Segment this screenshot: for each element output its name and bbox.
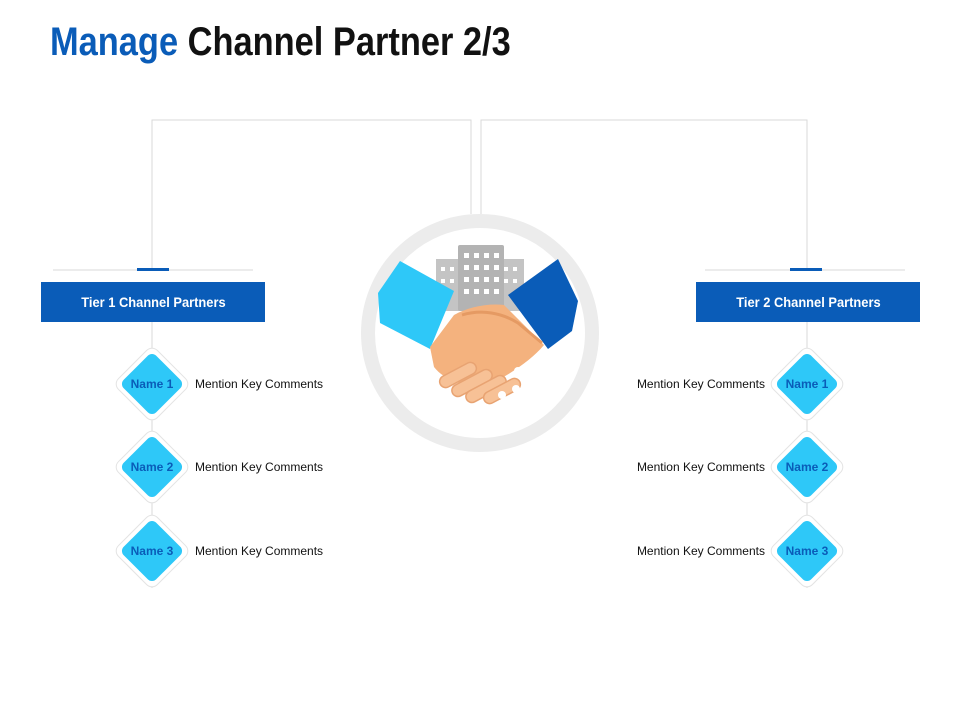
left-name-1-diamond: Name 1 (112, 344, 192, 424)
right-name-3: Name 3 (785, 544, 829, 558)
handshake-building-icon (361, 214, 599, 452)
left-sleeve (378, 261, 454, 349)
right-comment-1: Mention Key Comments (636, 377, 765, 391)
left-comment-3: Mention Key Comments (195, 544, 324, 558)
right-sleeve (508, 259, 578, 349)
left-name-3: Name 3 (130, 544, 174, 558)
left-name-1: Name 1 (130, 377, 174, 391)
left-header-accent (137, 268, 169, 271)
left-comment-2: Mention Key Comments (195, 460, 324, 474)
tier1-heading: Tier 1 Channel Partners (41, 282, 265, 322)
left-bracket-line (151, 119, 472, 270)
tier2-heading: Tier 2 Channel Partners (696, 282, 920, 322)
tier2-heading-label: Tier 2 Channel Partners (735, 294, 881, 310)
right-name-2: Name 2 (785, 460, 829, 474)
handshake-hands (430, 304, 544, 385)
right-bracket-line (480, 119, 808, 270)
left-name-3-diamond: Name 3 (112, 511, 192, 591)
right-header-accent (790, 268, 822, 271)
building-icon (436, 245, 524, 311)
right-name-1-diamond: Name 1 (767, 344, 847, 424)
right-name-3-diamond: Name 3 (767, 511, 847, 591)
left-name-2-diamond: Name 2 (112, 427, 192, 507)
tier1-heading-label: Tier 1 Channel Partners (80, 294, 226, 310)
left-name-2: Name 2 (130, 460, 174, 474)
right-comment-2: Mention Key Comments (636, 460, 765, 474)
right-comment-3: Mention Key Comments (636, 544, 765, 558)
page-title: Manage Channel Partner 2/3 (50, 14, 511, 70)
title-rest: Channel Partner 2/3 (187, 20, 511, 64)
right-name-2-diamond: Name 2 (767, 427, 847, 507)
left-comment-1: Mention Key Comments (195, 377, 324, 391)
title-highlight: Manage (50, 20, 179, 64)
right-name-1: Name 1 (785, 377, 829, 391)
